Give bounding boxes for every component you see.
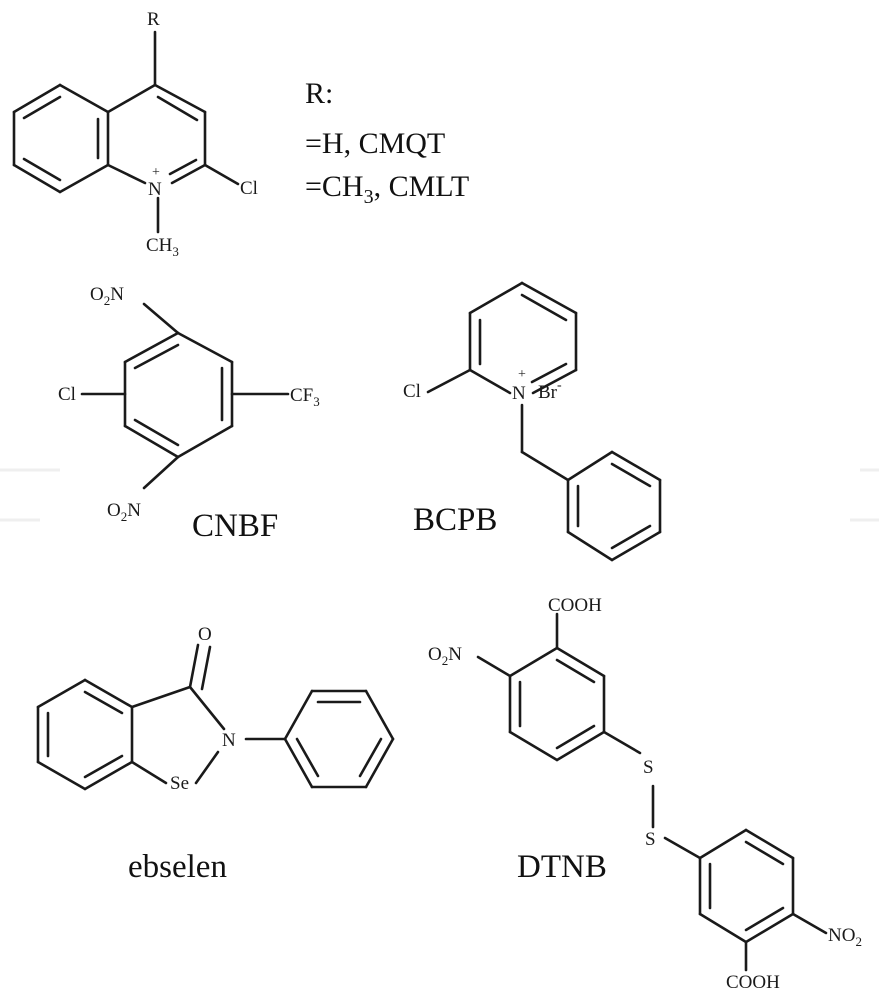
ebselen-o-label: O: [198, 624, 212, 645]
dtnb-structure: [476, 612, 828, 972]
cmqt-structure: [12, 30, 240, 234]
bcpb-n-label: N: [512, 383, 526, 404]
watermark: [0, 468, 879, 522]
cmqt-r-label: R: [147, 9, 160, 30]
cnbf-structure: [80, 302, 290, 490]
cnbf-cf3-label: CF3: [290, 385, 320, 409]
ebselen-n-label: N: [222, 730, 236, 751]
cmqt-cl-label: Cl: [240, 178, 258, 199]
dtnb-s2-label: S: [645, 829, 656, 850]
r-legend-heading: R:: [305, 77, 333, 110]
cnbf-o2n-bottom-label: O2N: [107, 500, 141, 524]
cmqt-n-charge: +: [152, 165, 160, 180]
dtnb-o2n-label: O2N: [428, 644, 462, 668]
dtnb-s1-label: S: [643, 757, 654, 778]
dtnb-no2-label: NO2: [828, 925, 862, 949]
bcpb-br-label: Br-: [538, 378, 562, 403]
r-legend-line-1: =H, CMQT: [305, 127, 445, 160]
bcpb-structure: [426, 281, 662, 562]
r-legend-line-2: =CH3, CMLT: [305, 170, 469, 208]
bcpb-cl-label: Cl: [403, 381, 421, 402]
cmqt-n-label: N: [148, 179, 162, 200]
ebselen-name: ebselen: [128, 849, 227, 885]
cnbf-o2n-top-label: O2N: [90, 284, 124, 308]
dtnb-cooh-top-label: COOH: [548, 595, 602, 616]
dtnb-name: DTNB: [517, 849, 607, 885]
dtnb-cooh-bottom-label: COOH: [726, 972, 780, 993]
cnbf-name: CNBF: [192, 508, 278, 544]
cnbf-cl-label: Cl: [58, 384, 76, 405]
ebselen-structure: [36, 643, 395, 791]
ebselen-se-label: Se: [170, 773, 189, 794]
bcpb-n-charge: +: [518, 367, 526, 382]
cmqt-ch3-label: CH3: [146, 235, 179, 259]
bcpb-name: BCPB: [413, 502, 497, 538]
